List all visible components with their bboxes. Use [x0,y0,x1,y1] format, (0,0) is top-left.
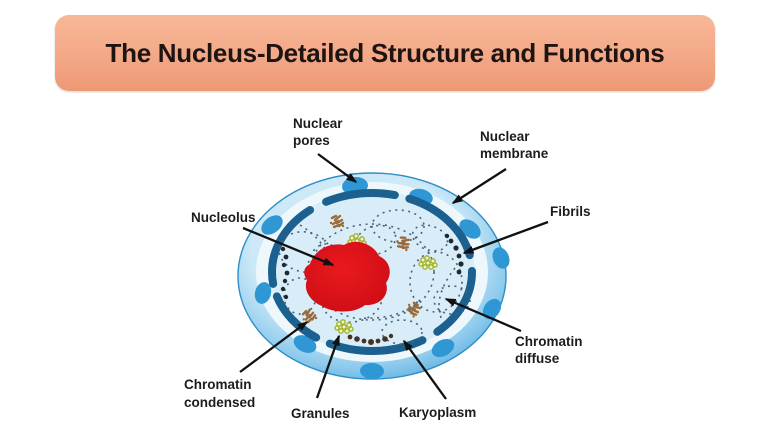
arrow-karyoplasm [403,339,447,400]
label-fibrils: Fibrils [550,204,591,219]
label-nuclear-membrane-1: Nuclear [480,129,530,144]
arrow-chromatin-diffuse [444,297,522,333]
arrow-nuclear-membrane [451,168,507,204]
label-karyoplasm: Karyoplasm [399,405,476,420]
label-nucleolus: Nucleolus [191,210,256,225]
label-chromatin-diffuse-1: Chromatin [515,334,583,349]
page-title: The Nucleus-Detailed Structure and Funct… [105,37,665,68]
nuclear-pore [459,219,481,239]
fibril-dots [280,233,464,345]
title-banner: The Nucleus-Detailed Structure and Funct… [55,15,715,91]
arrow-fibrils [462,220,549,255]
arrow-chromatin-condensed [239,321,309,373]
nuclear-pore [431,338,455,358]
label-nuclear-pores-1: Nuclear [293,116,343,131]
callout-labels: Nuclear pores Nuclear membrane Nucleolus… [184,116,591,421]
label-chromatin-diffuse-2: diffuse [515,351,560,366]
label-nuclear-membrane-2: membrane [480,146,549,161]
label-nuclear-pores-2: pores [293,133,330,148]
label-chromatin-condensed-2: condensed [184,395,255,410]
nuclear-membrane-inner [268,189,476,355]
nuclear-pore [293,335,317,353]
nuclear-pore [360,362,384,380]
nuclear-pore [492,247,510,269]
arrow-nucleolus [242,226,335,267]
arrow-granules [315,334,341,399]
nuclear-pore [254,282,272,304]
callout-arrows [239,153,549,400]
nuclear-pore [482,298,502,320]
arrow-nuclear-pores [317,153,358,183]
label-granules: Granules [291,406,350,421]
nuclear-pore [261,215,283,235]
label-chromatin-condensed-1: Chromatin [184,377,252,392]
